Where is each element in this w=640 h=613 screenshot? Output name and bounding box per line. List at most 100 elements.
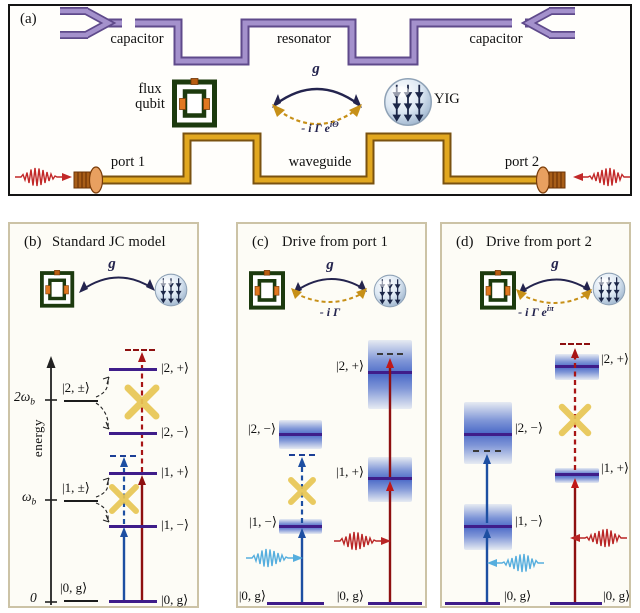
label-0g-right: |0, g⟩ [336,588,364,603]
virtual-level-tick-blue [289,454,315,456]
level-0g-right [368,602,422,605]
red-transition-arrows [138,352,146,600]
blockade-x [558,403,592,437]
panel-b-standard-jc: (b) Standard JC model g energy 0 ωb 2ωb … [8,222,199,608]
coupling-g-label: g [326,257,334,273]
tick-2omega-b: 2ωb [14,389,36,408]
capacitor-left-icon [60,7,117,39]
energy-axis [45,356,57,605]
panel-b-tag: (b) [24,234,42,250]
blockade-x-lower [109,484,139,514]
resonator-trace [60,7,575,66]
yig-sphere-icon [373,274,407,308]
panel-a-circuit-schematic: (a) capacitor resonator capacitor flux q… [8,4,632,196]
waveguide-trace [102,132,538,185]
bare-level-0 [64,600,98,602]
level-0g-left [267,602,324,605]
level-1-minus [109,525,157,528]
flux-qubit-icon [482,270,514,307]
virtual-level-tick-top [377,353,403,355]
level-1-plus [555,473,599,476]
circuit-drawing [14,7,631,194]
flux-qubit-label: flux qubit [135,81,165,113]
virtual-level-tick-blue [110,455,136,457]
panel-c-tag: (c) [252,234,269,250]
blue-transition-arrows [120,457,128,600]
blue-transition-arrows [298,457,306,602]
level-1-minus [279,525,322,528]
label-1-minus: |1, −⟩ [515,513,544,528]
label-1-plus: |1, +⟩ [601,460,630,475]
label-2-minus: |2, −⟩ [247,421,276,436]
label-2-minus: |2, −⟩ [161,424,190,439]
input-pulse-right-icon [572,167,631,187]
dissipative-label: - i Γ eiΘ [301,119,339,135]
virtual-level-tick-inband [473,450,501,452]
label-1-plus: |1, +⟩ [161,464,190,479]
level-0g [109,600,157,603]
bare-level-2 [64,400,98,402]
bare-label-2pm: |2, ±⟩ [62,380,90,395]
label-0g-left: |0, g⟩ [504,588,532,603]
dissipative-label: - i Γ eiπ [518,303,554,319]
port1-label: port 1 [110,154,146,170]
level-2-minus [279,433,322,436]
label-2-plus: |2, +⟩ [161,360,190,375]
coupling-arrow-g [272,87,362,108]
panel-d-drive-port2: (d) Drive from port 2 g - i Γ eiπ |0, g⟩… [440,222,631,608]
panel-a-tag: (a) [20,11,37,27]
input-pulse-left-icon [14,167,73,187]
resonator-label: resonator [277,31,331,47]
panel-b-title: Standard JC model [52,234,166,250]
bare-level-1 [64,500,98,502]
level-2-minus [464,433,512,436]
virtual-level-tick-top [560,343,590,345]
label-0g-right: |0, g⟩ [603,588,631,603]
label-1-minus: |1, −⟩ [248,514,277,529]
red-transition-arrows [386,358,394,602]
drive-pulse-red-icon [569,528,628,548]
dissipative-label: - i Γ [319,305,341,319]
flux-qubit-icon [175,79,215,126]
label-2-minus: |2, −⟩ [515,420,544,435]
port2-label: port 2 [504,154,540,170]
port2-connector [535,166,566,194]
flux-qubit-icon [251,270,283,307]
capacitor-right-icon [520,7,575,39]
level-0g-right [550,602,602,605]
coupling-g-label: g [551,256,559,272]
bare-label-1pm: |1, ±⟩ [62,480,90,495]
panel-d-title: Drive from port 2 [486,234,593,250]
red-transition-arrows [571,348,579,602]
panel-c-drive-port1: (c) Drive from port 1 g - i Γ |0, g⟩ |1,… [236,222,427,608]
panel-b-drawing [40,268,188,605]
panel-d-drawing [442,224,628,602]
tick-omega-b: ωb [22,489,37,508]
port1-connector [73,166,104,194]
flux-qubit-icon [40,268,75,308]
drive-pulse-blue-icon [245,548,304,568]
label-2-plus: |2, +⟩ [335,358,364,373]
tick-0: 0 [30,590,37,605]
dissipative-arrow [272,104,362,126]
label-0g-left: |0, g⟩ [238,588,266,603]
level-1-minus [464,525,512,528]
virtual-level-tick-red [125,349,155,351]
label-1-plus: |1, +⟩ [335,464,364,479]
yig-sphere-icon [592,272,626,306]
level-2-plus [109,368,157,371]
panel-c-drawing [245,224,407,602]
drive-pulse-blue-icon [486,553,545,573]
drive-pulse-red-icon [333,531,392,551]
coupling-g-label: g [108,256,116,272]
blue-transition-arrows [483,454,491,602]
blockade-x [288,477,316,505]
coupling-g-label: g [312,61,320,77]
level-1-plus [368,477,412,480]
yig-sphere-icon [154,273,188,307]
level-2-minus [109,432,157,435]
energy-axis-label: energy [30,418,45,458]
label-0g: |0, g⟩ [161,592,189,607]
level-0g-left [445,602,500,605]
